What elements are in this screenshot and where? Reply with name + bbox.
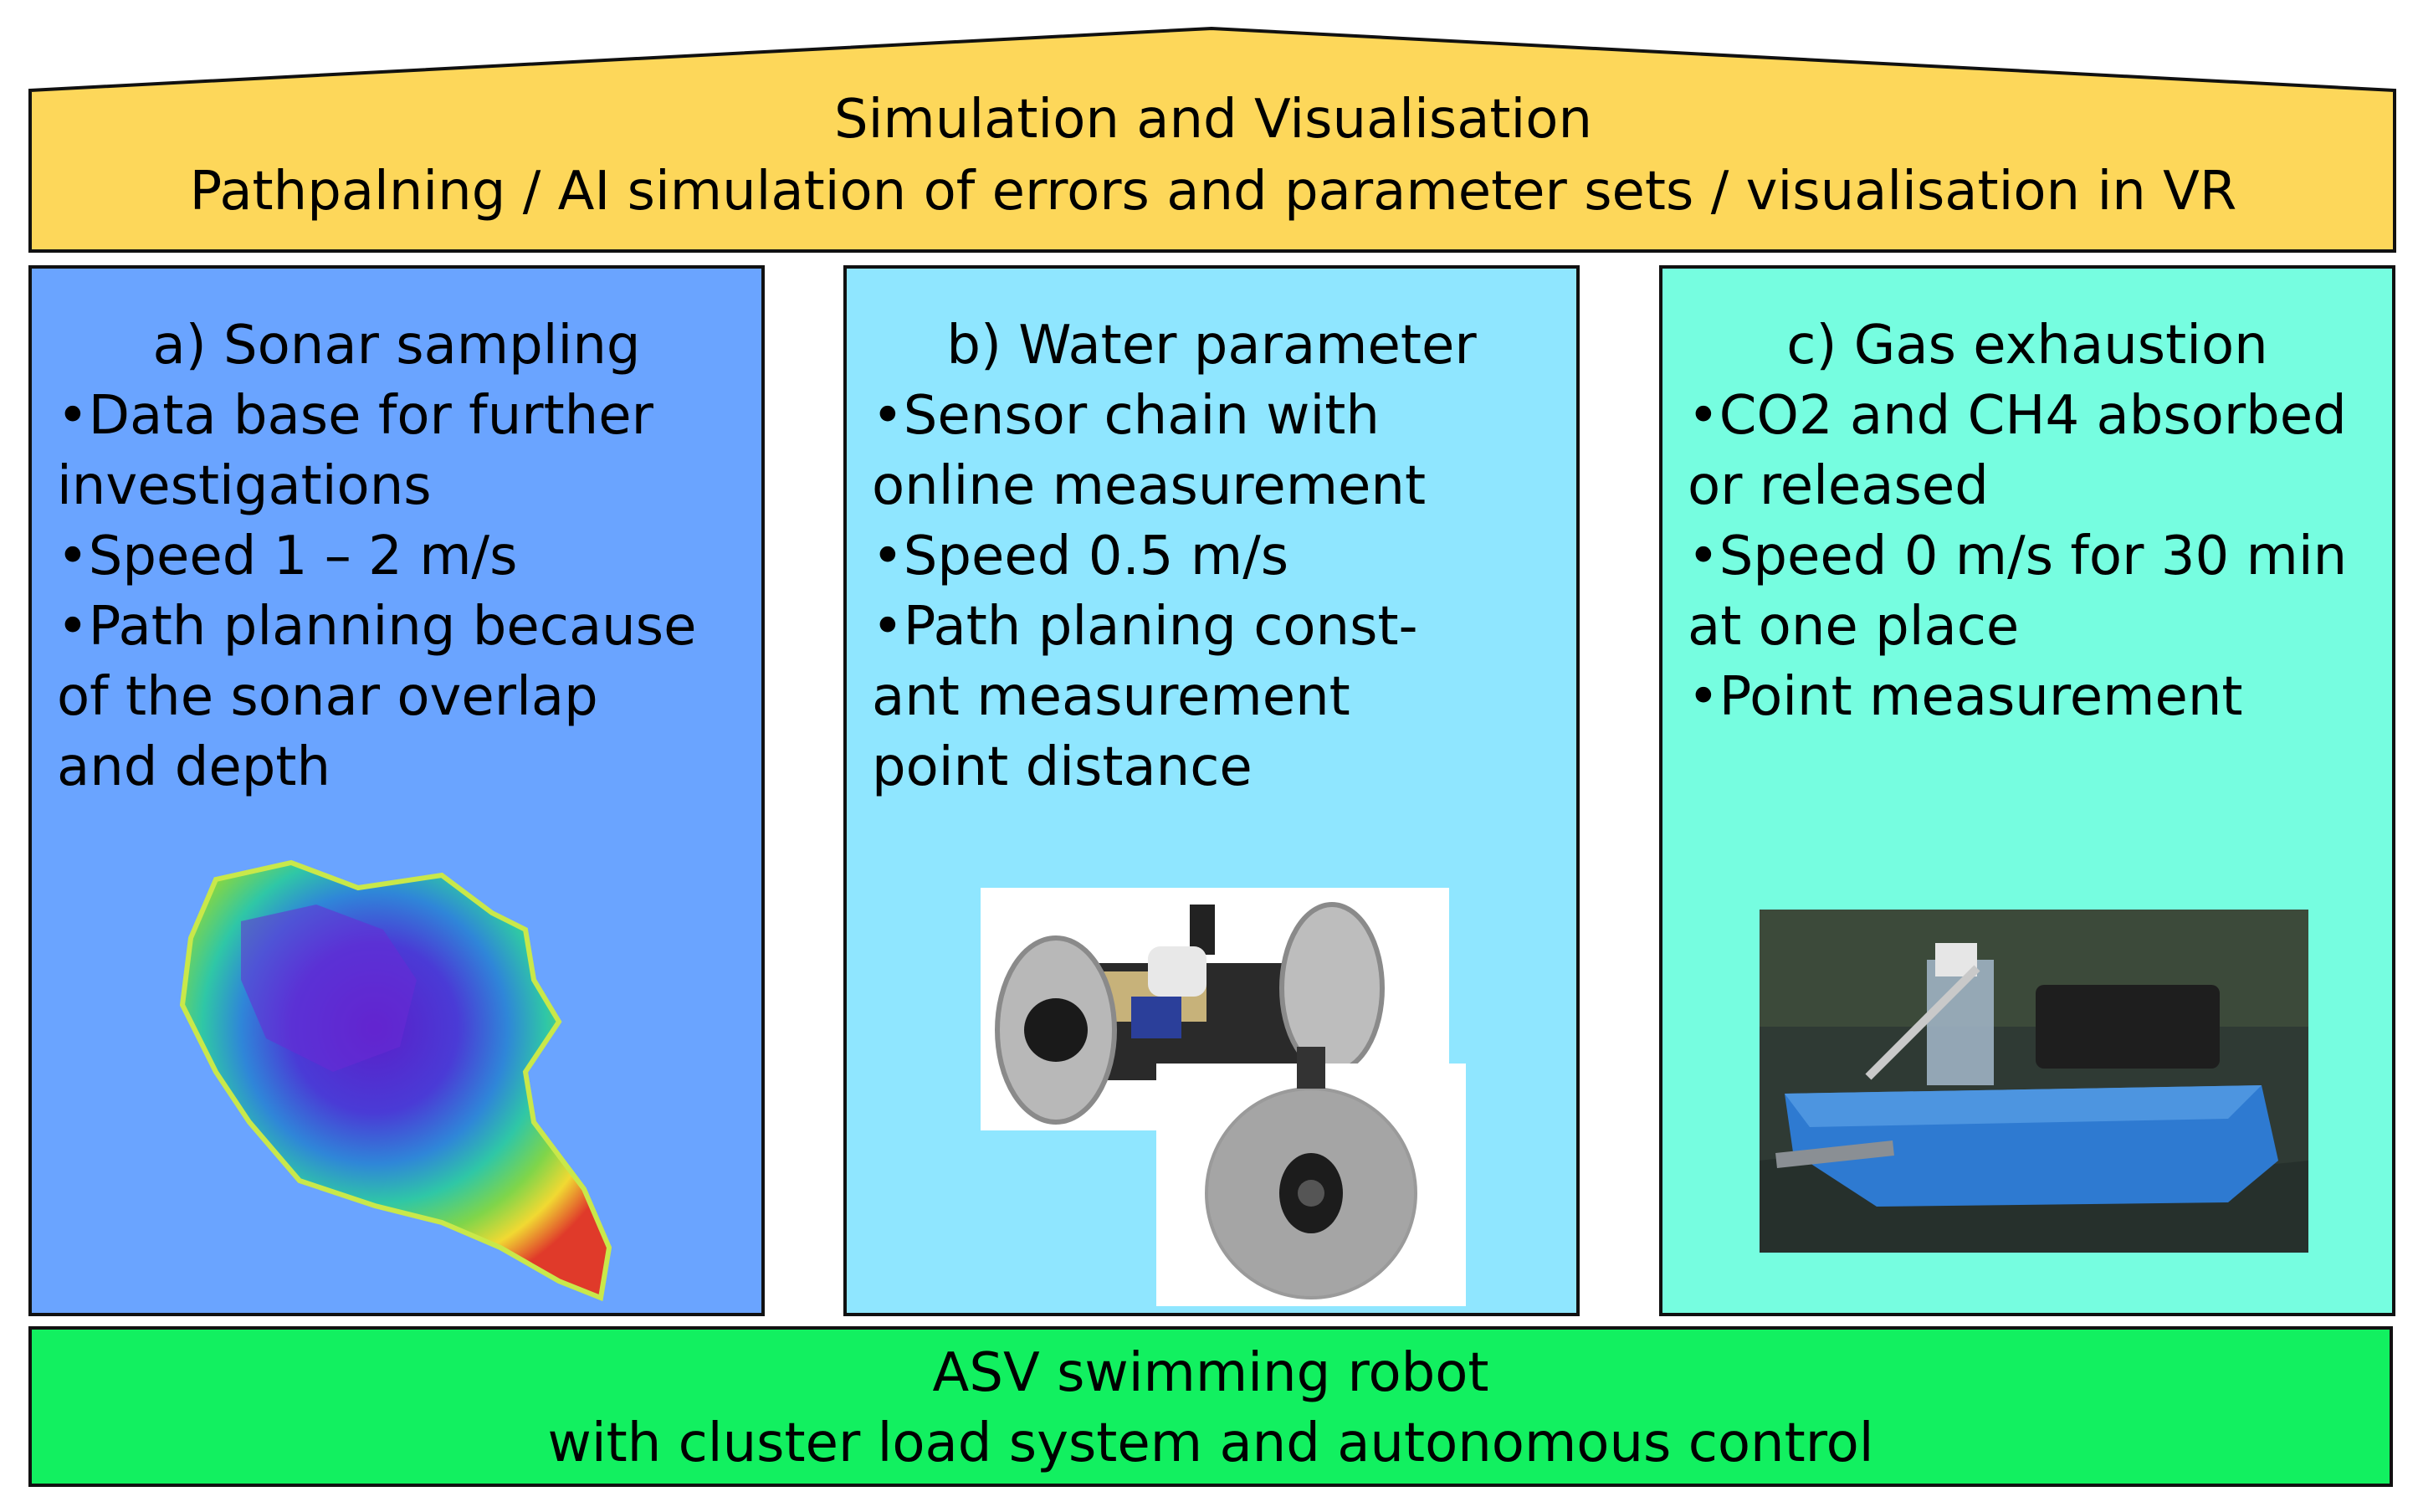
list-item: •Speed 0.5 m/s [872,525,1289,587]
base-asv-robot: ASV swimming robot with cluster load sys… [28,1326,2393,1487]
pillar-water-parameter: b) Water parameter •Sensor chain with on… [843,265,1580,1316]
pillar-title: c) Gas exhaustion [1786,315,2268,377]
base-line-1: ASV swimming robot [932,1342,1489,1404]
list-item: •Path planning because of the sonar over… [57,596,697,798]
list-item: •CO2 and CH4 absorbed or released [1688,385,2347,517]
roof-shape [28,26,2396,253]
list-item: •Speed 0 m/s for 30 min at one place [1688,525,2348,658]
list-item: •Sensor chain with online measurement [872,385,1427,517]
base-line-2: with cluster load system and autonomous … [547,1412,1874,1474]
bathymetry-map-image [179,859,612,1302]
roof-subtitle: Pathpalning / AI simulation of errors an… [189,161,2237,223]
list-item: •Point measurement [1688,666,2243,728]
roof-title: Simulation and Visualisation [834,89,1592,151]
pillar-sonar-sampling: a) Sonar sampling •Data base for further… [28,265,765,1316]
pillar-bullet-list: •CO2 and CH4 absorbed or released •Speed… [1688,381,2382,732]
list-item: •Path planing const- ant measurement poi… [872,596,1418,798]
list-item: •Speed 1 – 2 m/s [57,525,518,587]
pillar-title: a) Sonar sampling [152,315,641,377]
pillar-bullet-list: •Data base for further investigations •S… [57,381,751,802]
list-item: •Data base for further investigations [57,385,653,517]
pillar-title: b) Water parameter [946,315,1477,377]
asv-boat-photo [1760,910,2308,1253]
sensor-module-image [981,888,1466,1306]
pillar-gas-exhaustion: c) Gas exhaustion •CO2 and CH4 absorbed … [1659,265,2395,1316]
pillar-bullet-list: •Sensor chain with online measurement •S… [872,381,1566,802]
roof-label: Simulation and Visualisation Pathpalning… [33,84,2393,228]
